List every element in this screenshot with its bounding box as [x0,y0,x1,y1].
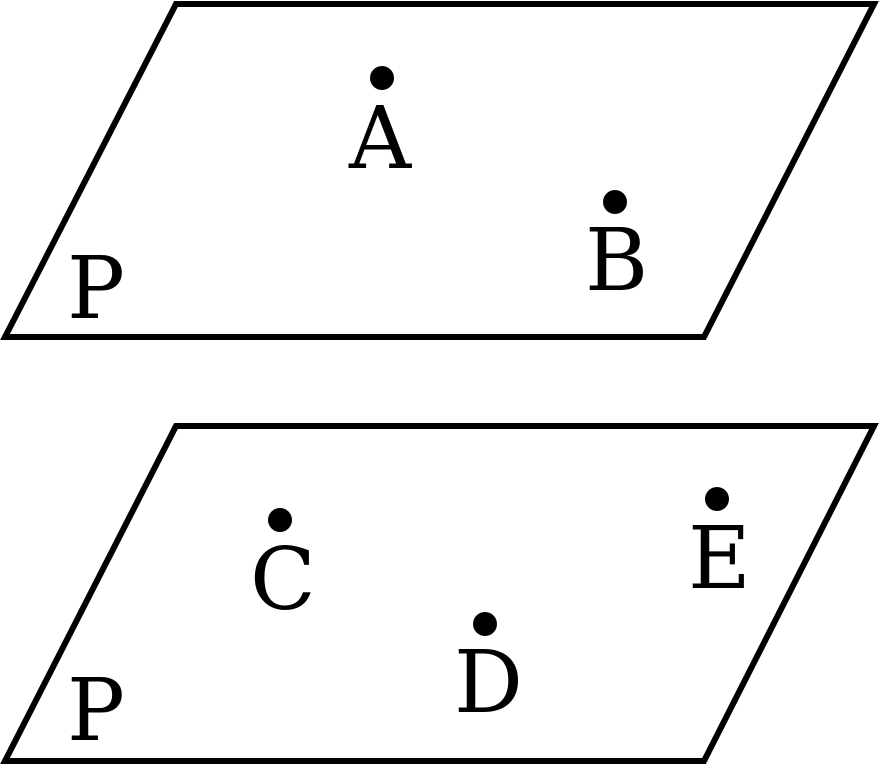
plane-bottom-label: P [67,661,125,761]
plane-top-outline [0,1,879,340]
point-e: E [688,487,751,609]
point-c: C [250,508,316,630]
plane-top-label: P [67,239,125,339]
point-b-label: B [585,211,648,311]
point-a-label: A [348,89,412,189]
point-e-dot [705,487,729,511]
point-e-label: E [688,509,751,609]
point-d-label: D [454,633,523,733]
point-a-dot [370,66,394,90]
point-c-label: C [250,530,316,630]
plane-bottom-outline [0,423,879,764]
point-b-dot [603,190,627,214]
point-b: B [585,190,648,311]
point-d: D [454,612,523,733]
plane-top: P A B [0,1,879,340]
point-a: A [348,66,412,189]
point-d-dot [473,612,497,636]
point-c-dot [268,508,292,532]
plane-bottom: P C D E [0,423,879,764]
